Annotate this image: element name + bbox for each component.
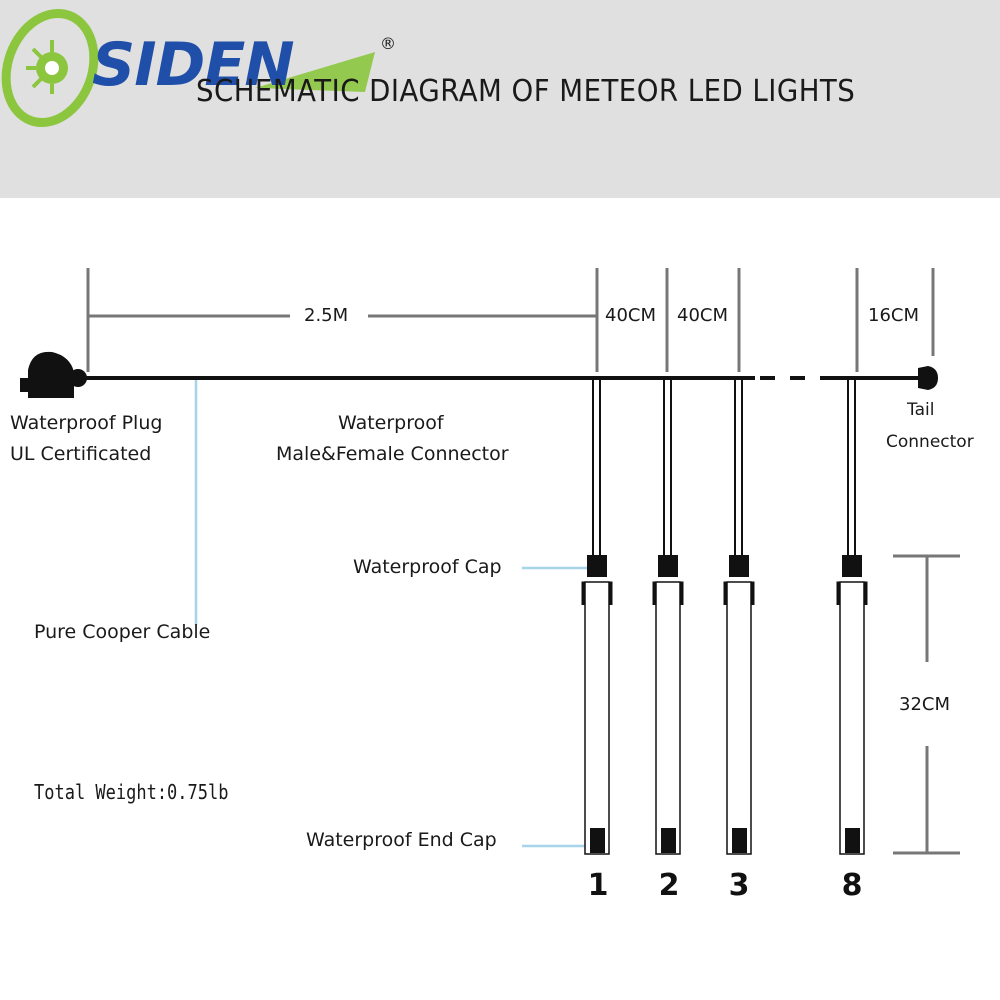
registered-mark: ® [380,34,396,53]
logo-swoosh [255,52,375,92]
spacing-1-label: 40CM [605,305,657,326]
total-weight-label: Total Weight:0.75lb [34,780,229,804]
tube-number-1: 1 [587,868,609,903]
plug-icon [20,351,87,398]
tube-number-2: 2 [658,868,680,903]
tube-8 [836,378,868,855]
tail-spacing-label: 16CM [868,305,920,326]
tail-label-line1: Tail [907,400,935,420]
plug-label-line1: Waterproof Plug [10,412,163,434]
tube-1 [581,378,613,855]
page-title: SCHEMATIC DIAGRAM OF METEOR LED LIGHTS [196,74,856,109]
tail-connector-icon [918,366,938,390]
tube-3 [723,378,755,855]
connector-label-line2: Male&Female Connector [276,443,509,465]
tube-number-8: 8 [841,868,863,903]
header-banner [0,0,1000,198]
cable-length-label: 2.5M [304,305,349,326]
plug-label-line2: UL Certificated [10,443,152,465]
waterproof-cap-label: Waterproof Cap [353,556,502,578]
cable-label: Pure Cooper Cable [34,621,211,643]
spacing-2-label: 40CM [677,305,729,326]
logo-icon [1,8,99,128]
brand-logo-text: SIDEN [92,30,295,100]
tube-length-label: 32CM [899,694,951,715]
connector-label-line1: Waterproof [338,412,444,434]
end-cap-label: Waterproof End Cap [306,829,497,851]
dimension-lines [86,268,960,855]
tube-2 [652,378,684,855]
tail-label-line2: Connector [886,432,974,452]
leader-lines [194,380,588,848]
tube-number-3: 3 [728,868,750,903]
